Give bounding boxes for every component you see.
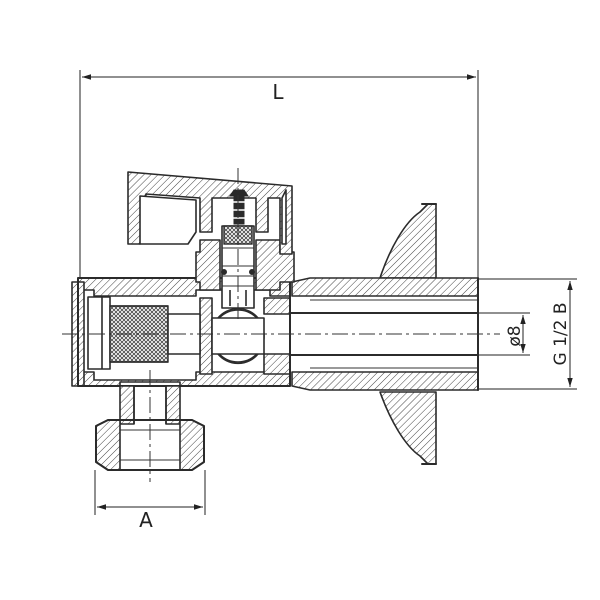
dimension-length: L — [79, 70, 479, 282]
length-label: L — [272, 80, 284, 104]
wall-rosette — [379, 203, 437, 465]
filter-cartridge — [87, 296, 201, 370]
center-lines — [62, 168, 500, 482]
dimension-bore: ø8 — [478, 312, 530, 356]
outlet-width-label: A — [139, 508, 153, 532]
dimension-thread: G 1/2 B — [478, 278, 577, 390]
bore-label: ø8 — [505, 325, 525, 346]
outlet-fitting — [95, 385, 205, 471]
threaded-shank — [289, 277, 479, 391]
ball — [211, 307, 265, 365]
valve-handle — [127, 171, 293, 255]
dimension-outlet-width: A — [94, 470, 206, 532]
thread-label: G 1/2 B — [551, 302, 571, 365]
